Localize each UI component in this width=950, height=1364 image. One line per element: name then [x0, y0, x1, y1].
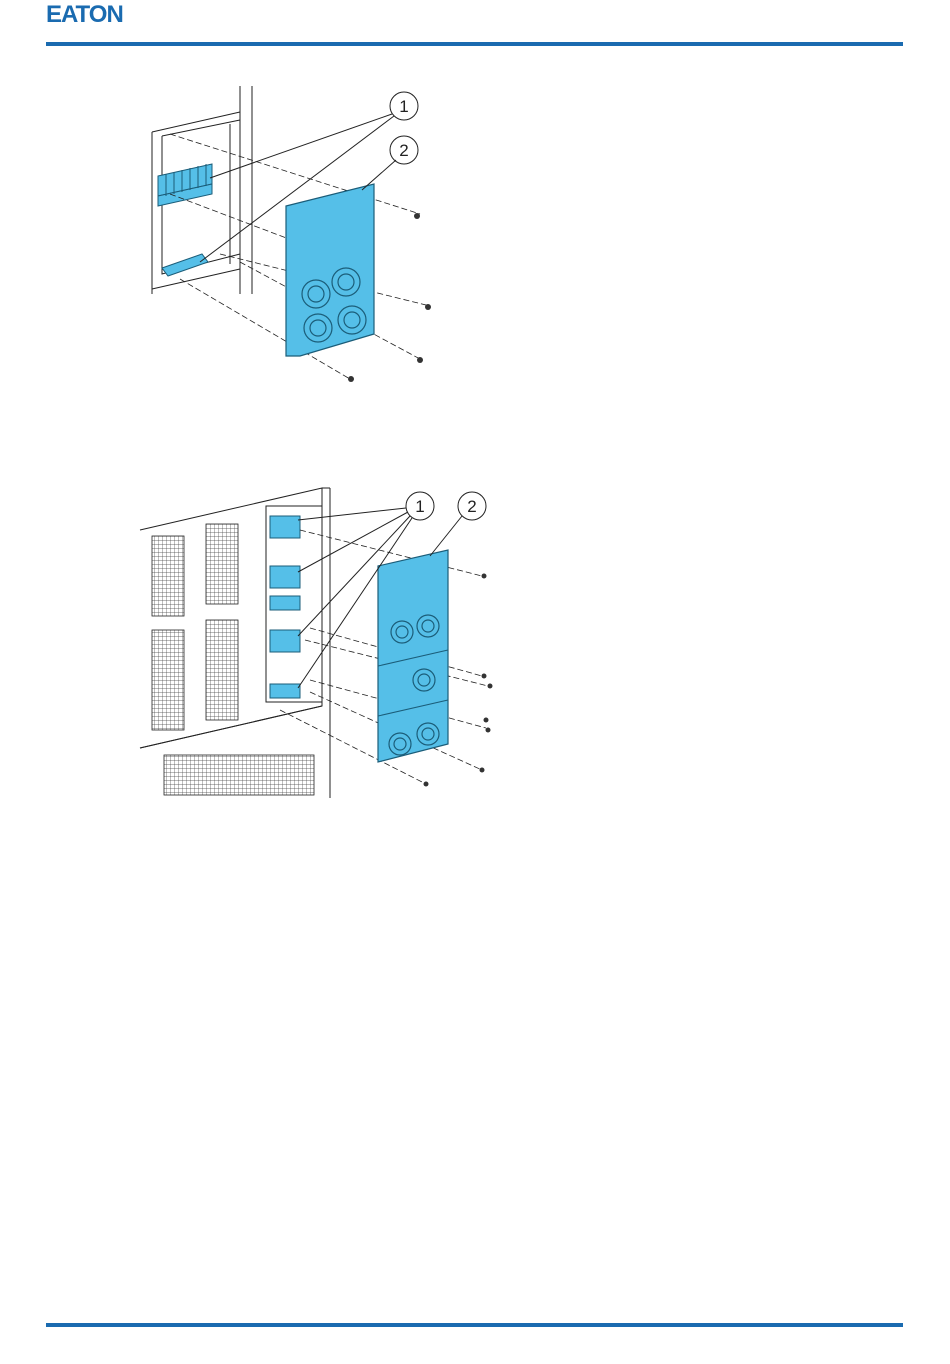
terminal-block [270, 596, 300, 610]
figure-2-gland-plate-installation: 1 2 [130, 480, 500, 798]
figure-1-gland-plate-installation: 1 2 [140, 84, 460, 390]
vent-grill [206, 620, 238, 720]
terminal-block-lower [162, 254, 208, 276]
vent-grill [206, 524, 238, 604]
header-rule [46, 42, 903, 46]
logo-text: EATON [46, 2, 123, 26]
vent-grill [152, 536, 184, 616]
terminal-block [270, 516, 300, 538]
terminal-block [270, 566, 300, 588]
callout-2: 2 [399, 141, 408, 160]
eaton-logo: EATON [46, 2, 126, 26]
vent-grill [164, 755, 314, 795]
terminal-block [270, 630, 300, 652]
vent-grill [152, 630, 184, 730]
footer-rule [46, 1323, 903, 1327]
callout-2: 2 [467, 497, 476, 516]
terminal-block [270, 684, 300, 698]
callout-1: 1 [415, 497, 424, 516]
callout-1: 1 [399, 97, 408, 116]
